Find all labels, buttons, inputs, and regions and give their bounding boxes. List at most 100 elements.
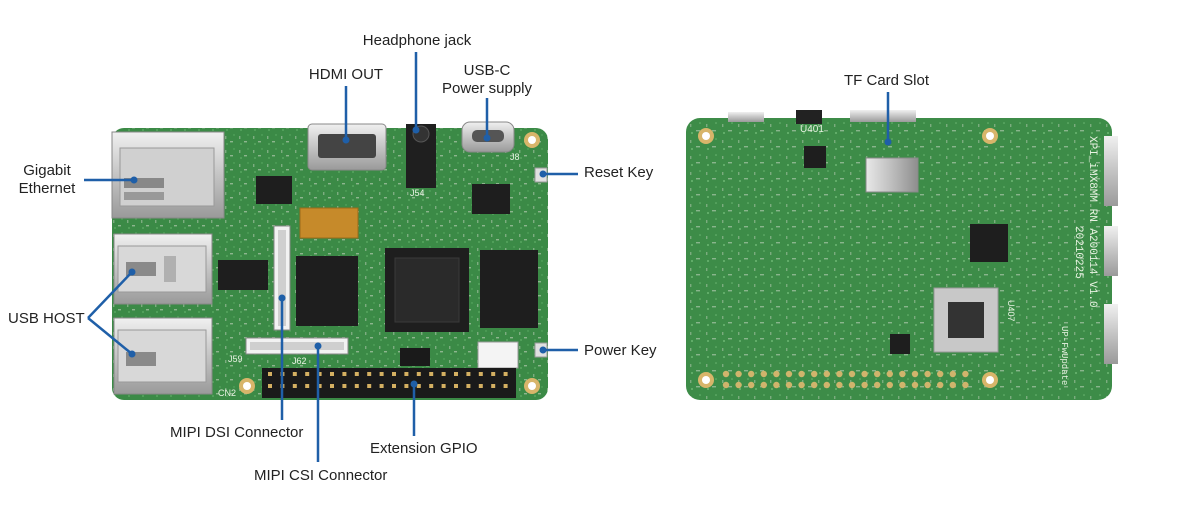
label-power-key: Power Key [584, 342, 657, 359]
back-ic-small [804, 146, 826, 168]
ethernet-phy-chip [256, 176, 292, 204]
gpio-pin [404, 384, 409, 388]
gpio-pin [305, 384, 310, 388]
gpio-pin [330, 372, 334, 376]
gpio-pad [760, 381, 767, 389]
gpio-pad [911, 370, 919, 378]
gpio-pad [962, 370, 969, 378]
gpio-pad [836, 381, 843, 389]
gpio-pin [478, 372, 483, 376]
gpio-pin [466, 372, 471, 376]
gpio-pad [937, 370, 944, 378]
silk-fwupdate: UP-FwUpdate [1059, 326, 1069, 385]
gpio-pad [874, 381, 881, 389]
callout-lines [84, 52, 890, 462]
gpio-pad [848, 381, 856, 389]
memory-chip [480, 250, 538, 328]
label-headphone-jack: Headphone jack [362, 32, 472, 49]
back-usbc-stub [728, 112, 764, 122]
gpio-pin [305, 372, 310, 376]
back-usb-stub-1 [1104, 226, 1118, 276]
gpio-pad [760, 370, 767, 378]
back-usb-stub-2 [1104, 304, 1118, 364]
label-gigabit-ethernet: Gigabit Ethernet [10, 162, 84, 198]
back-board: U401 XPI_iMX8MM RN A200114 V1.0 20210225… [686, 110, 1118, 400]
silk-u401: U401 [800, 124, 824, 135]
gpio-pad [798, 381, 805, 389]
label-usb-host: USB HOST [8, 310, 85, 327]
back-hdmi-stub [850, 110, 916, 122]
usb-port-upper [113, 233, 213, 305]
gpio-pin [342, 384, 347, 388]
gpio-pin [330, 384, 334, 388]
gpio-pin [466, 384, 471, 388]
label-gigabit-line2: Ethernet [18, 180, 76, 197]
back-pcb [686, 118, 1112, 400]
gpio-pad [735, 381, 742, 389]
back-ethernet-stub [1104, 136, 1118, 206]
gpio-pad [748, 370, 755, 378]
hdmi-port [307, 123, 387, 171]
gpio-pad [823, 381, 830, 389]
gpio-pin [392, 372, 396, 376]
silk-j8: J8 [510, 152, 520, 162]
gpio-header [262, 368, 516, 398]
tf-card-slot [865, 157, 919, 193]
gpio-pin [354, 372, 359, 376]
gpio-pin [503, 372, 508, 376]
gpio-pin [429, 384, 434, 388]
gpio-pin [392, 384, 396, 388]
silk-cn2: CN2 [218, 388, 236, 398]
gpio-pin [503, 384, 508, 388]
debug-header [400, 348, 430, 366]
gpio-pin [491, 384, 496, 388]
gpio-pad [899, 370, 906, 378]
gpio-pad [861, 370, 868, 378]
gpio-pin [416, 372, 421, 376]
back-mounting-holes [698, 128, 998, 388]
silk-j62: J62 [292, 356, 307, 366]
gpio-pin [454, 372, 458, 376]
label-usb-c: USB-C Power supply [430, 62, 544, 98]
gpio-pin [268, 372, 272, 376]
gpio-pin [379, 372, 384, 376]
dip-switch [299, 207, 359, 239]
gpio-pad [811, 381, 818, 389]
gpio-pin [379, 384, 384, 388]
gpio-pad [861, 381, 868, 389]
gpio-pad [949, 381, 956, 389]
gpio-pad [848, 370, 856, 378]
silk-j54: J54 [410, 188, 425, 198]
gpio-pin [342, 372, 347, 376]
gpio-pad [924, 370, 931, 378]
callout-usbhost-lower [87, 317, 133, 355]
silk-date: 20210225 [1072, 226, 1084, 279]
gpio-pad [722, 381, 730, 389]
gpio-pad [911, 381, 919, 389]
gpio-pin [268, 384, 272, 388]
gpio-pin [292, 384, 297, 388]
gpio-pad [785, 370, 793, 378]
usb-port-lower [113, 317, 213, 395]
gpio-pin [404, 372, 409, 376]
label-usb-c-line2: Power supply [441, 80, 533, 97]
silk-u407: U407 [1006, 300, 1016, 322]
back-gpio-pads [722, 370, 969, 389]
gpio-pin [416, 384, 421, 388]
gpio-pad [937, 381, 944, 389]
label-gigabit-line1: Gigabit [23, 162, 71, 179]
gpio-pin [292, 372, 297, 376]
gpio-pin [454, 384, 458, 388]
gpio-pad [949, 370, 956, 378]
gpio-pad [722, 370, 730, 378]
gpio-pin [354, 384, 359, 388]
gpio-pin [367, 384, 372, 388]
label-hdmi-out: HDMI OUT [308, 66, 384, 83]
gpio-pad [823, 370, 830, 378]
gpio-pin [478, 384, 483, 388]
gpio-pad [748, 381, 755, 389]
emmc-chip [296, 256, 358, 326]
fan-header [477, 341, 519, 369]
